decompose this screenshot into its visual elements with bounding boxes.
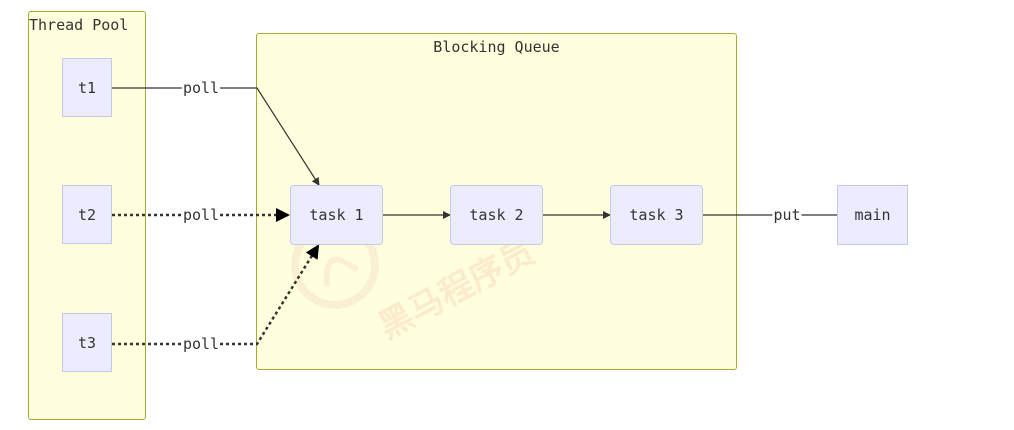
blocking-queue-title: Blocking Queue [433,38,560,56]
edge-label-t1-poll: poll [181,79,221,97]
edge-t3-task1 [112,244,320,346]
node-task-1[interactable]: task 1 [290,185,383,245]
edge-label-t3-poll: poll [181,335,221,353]
edge-label-main-put: put [772,206,802,224]
node-main[interactable]: main [837,185,908,245]
edge-t1-task1 [112,87,320,186]
node-task-3[interactable]: task 3 [610,185,703,245]
thread-pool-title: Thread Pool [29,16,129,34]
node-t3[interactable]: t3 [62,313,112,372]
edge-label-t2-poll: poll [181,206,221,224]
node-t2[interactable]: t2 [62,185,112,244]
node-task-2[interactable]: task 2 [450,185,543,245]
node-t1[interactable]: t1 [62,58,112,117]
